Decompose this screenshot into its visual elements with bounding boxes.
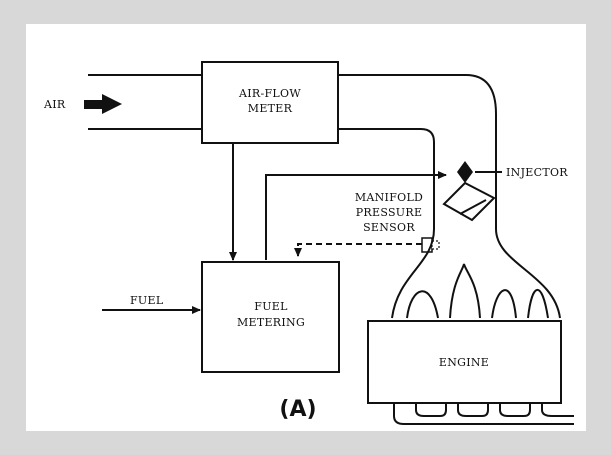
air-label: AIR	[43, 98, 66, 111]
fuel-metering-label-line1: FUEL	[254, 300, 288, 313]
fuel-label: FUEL	[130, 294, 164, 307]
pressure-signal-line	[294, 243, 422, 257]
manifold-label-line3: SENSOR	[363, 221, 415, 234]
injector-icon	[442, 161, 502, 222]
engine: ENGINE	[367, 320, 562, 404]
air-flow-meter-label-line2: METER	[248, 102, 293, 115]
fuel-injection-diagram: AIR AIR-FLOW METER INJECTOR MANIFOLD PR	[43, 61, 574, 425]
diagram-panel: AIR AIR-FLOW METER INJECTOR MANIFOLD PR	[26, 24, 586, 431]
air-flow-meter-label-line1: AIR-FLOW	[238, 87, 301, 100]
fuel-supply-line	[265, 171, 447, 260]
engine-label: ENGINE	[439, 356, 489, 369]
manifold-label-line2: PRESSURE	[356, 206, 423, 219]
intake-manifold-runners	[391, 228, 561, 319]
manifold-label-line1: MANIFOLD	[355, 191, 423, 204]
air-flow-meter: AIR-FLOW METER	[201, 61, 339, 144]
image-frame: AIR AIR-FLOW METER INJECTOR MANIFOLD PR	[14, 14, 597, 441]
air-arrow-icon	[84, 94, 122, 114]
intake-duct	[88, 74, 497, 229]
injector-label: INJECTOR	[506, 166, 568, 179]
figure-caption: (A)	[279, 397, 316, 422]
fuel-metering: FUEL METERING	[201, 261, 340, 373]
fuel-metering-label-line2: METERING	[237, 316, 305, 329]
exhaust-manifold	[393, 403, 574, 425]
